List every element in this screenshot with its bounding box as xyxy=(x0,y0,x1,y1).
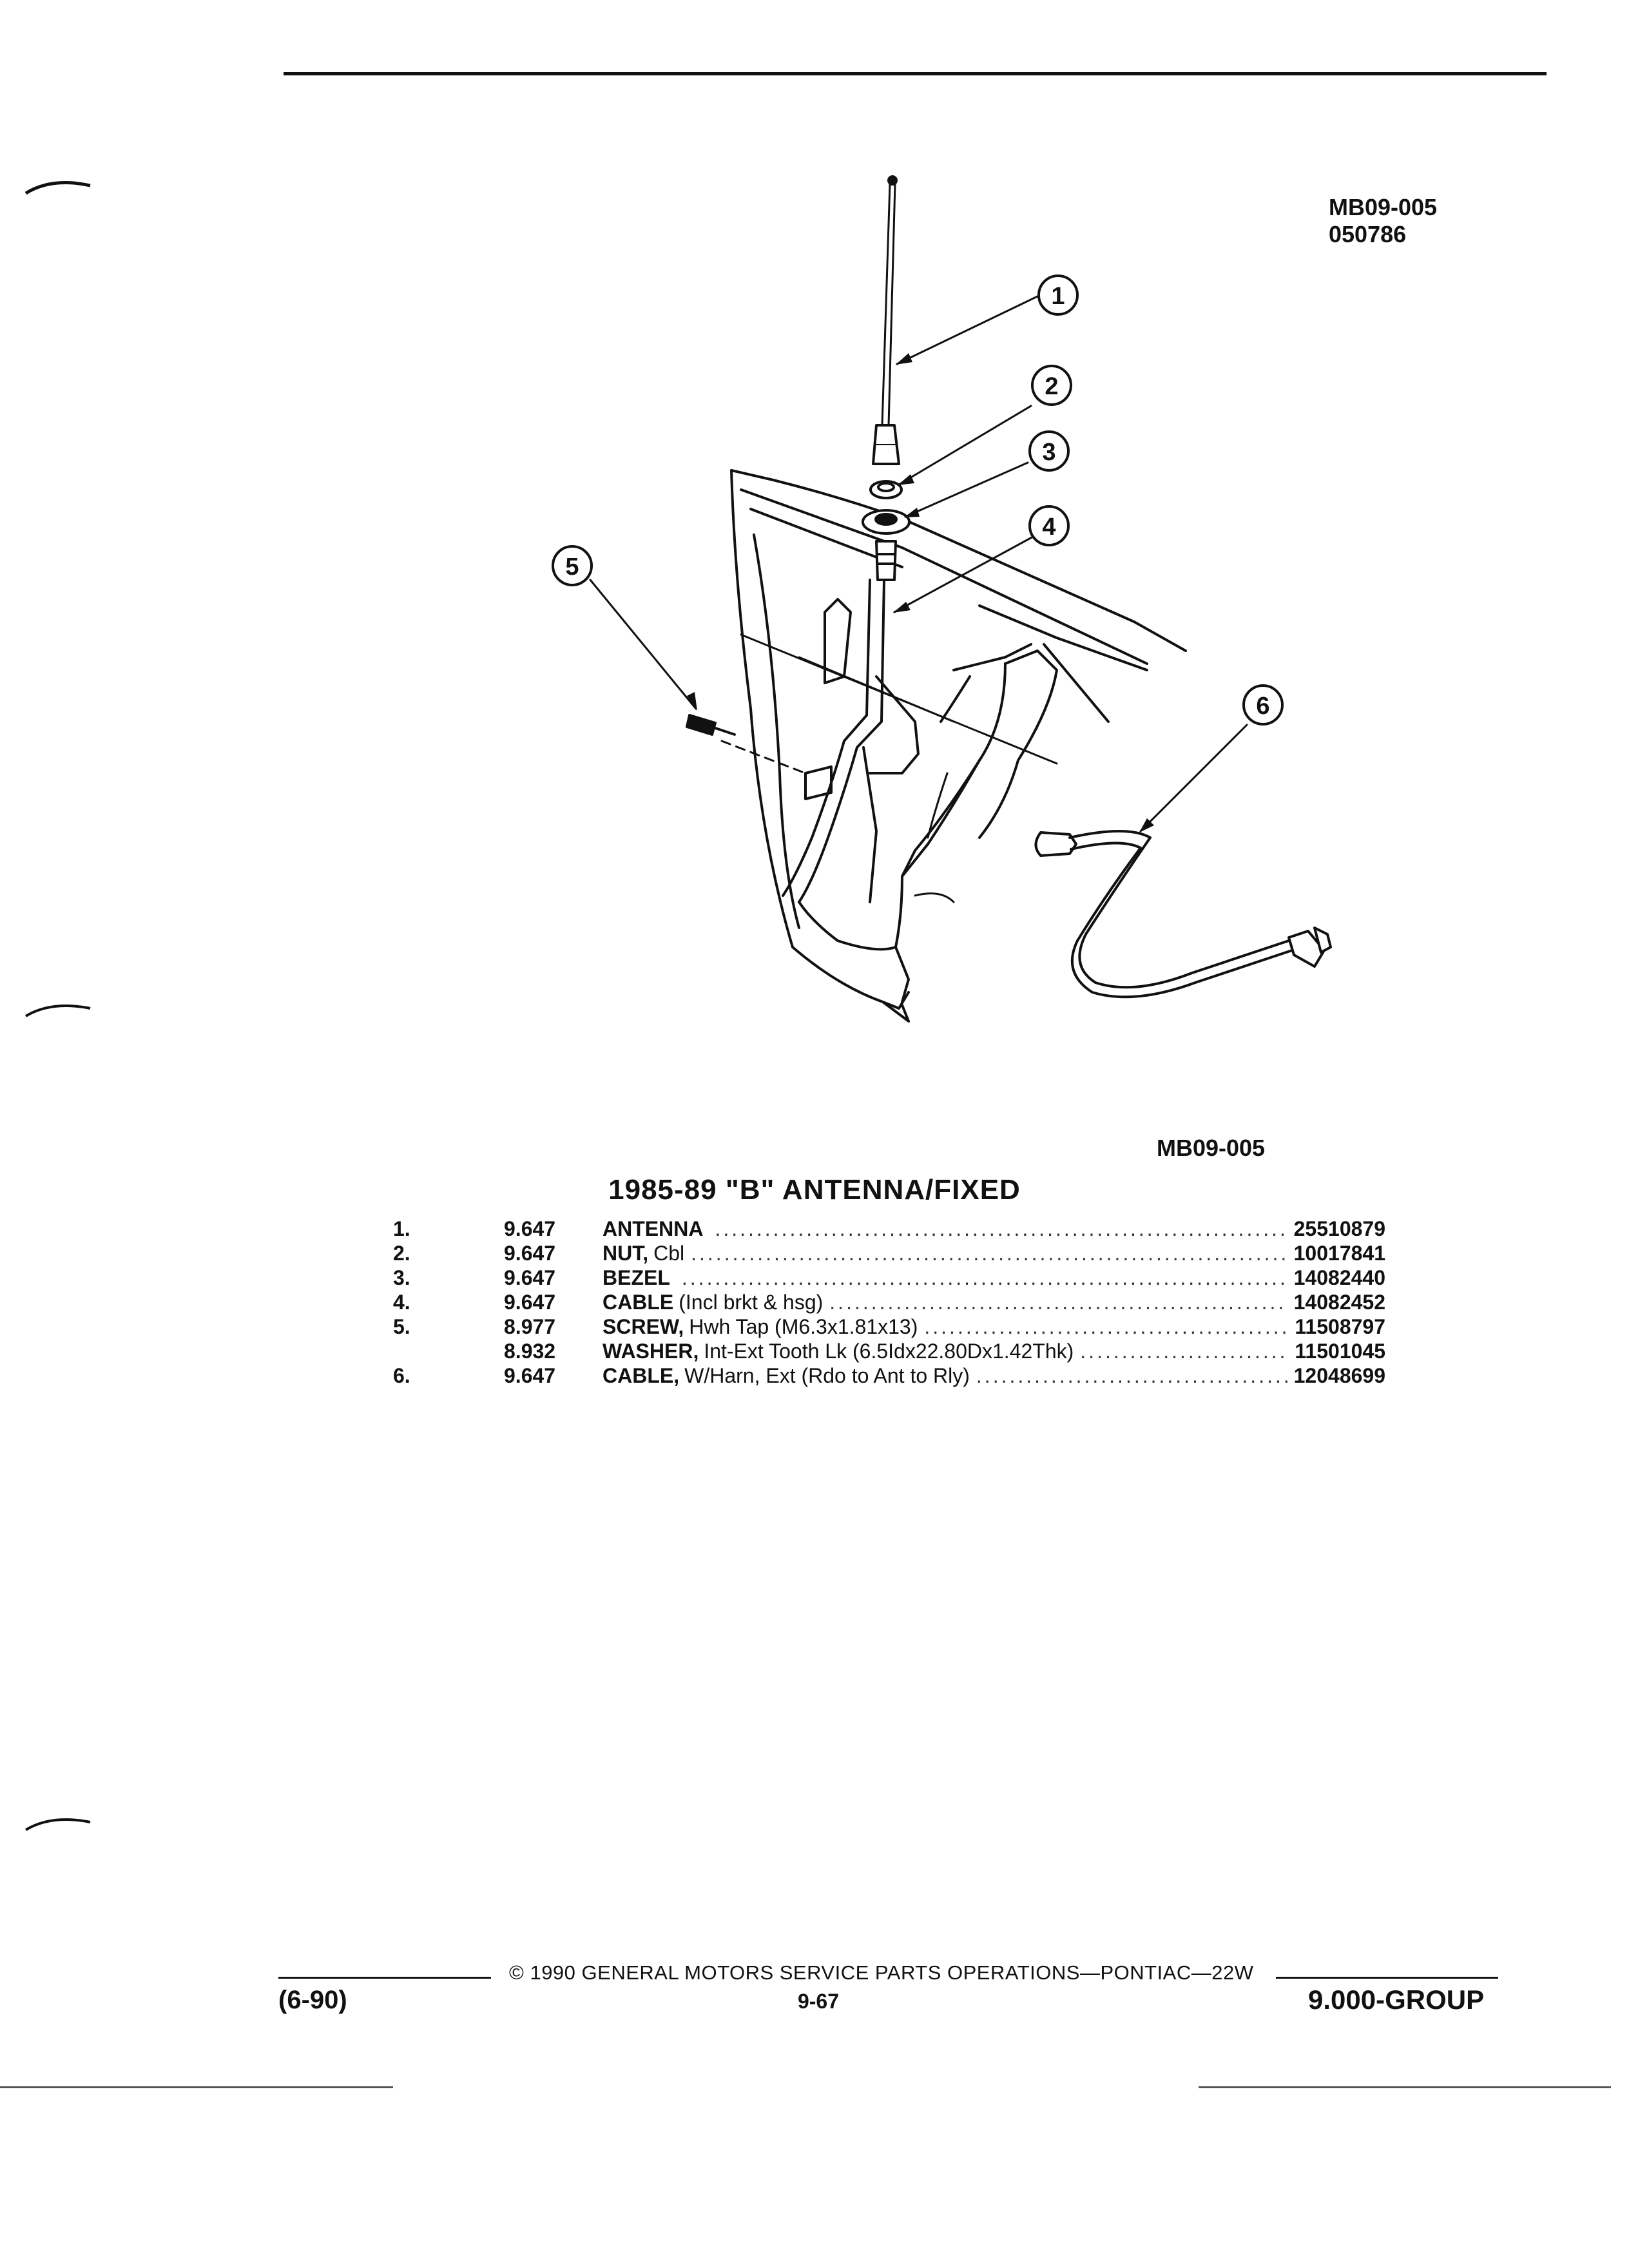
part-number: 25510879 xyxy=(1293,1217,1385,1240)
diagram-caption-code: MB09-005 xyxy=(1157,1135,1266,1161)
parts-row: 5. 8.977 SCREW,Hwh Tap (M6.3x1.81x13) 11508… xyxy=(393,1314,1385,1339)
diagram-ref-code: MB09-005 xyxy=(1329,194,1438,220)
top-rule xyxy=(284,72,1547,75)
item-number: 3. xyxy=(393,1266,410,1289)
callout-leaders xyxy=(589,295,1248,832)
part-number: 14082452 xyxy=(1293,1291,1385,1314)
callout-3: 3 xyxy=(1042,439,1055,466)
part-detail: (Incl brkt & hsg) xyxy=(679,1291,824,1314)
part-name: SCREW, xyxy=(602,1315,684,1338)
part-number: 12048699 xyxy=(1293,1364,1385,1387)
part-name: ANTENNA xyxy=(602,1217,704,1240)
antenna-cable-bracket xyxy=(782,579,920,903)
parts-list: 1.9.647ANTENNA255108792.9.647NUT,Cbl1001… xyxy=(393,1216,1385,1388)
item-number: 6. xyxy=(393,1364,410,1387)
binding-mark xyxy=(24,1818,91,1831)
group-number: 9.647 xyxy=(504,1217,556,1240)
part-name: CABLE, xyxy=(602,1364,680,1387)
section-title: 1985-89 "B" ANTENNA/FIXED xyxy=(608,1174,1021,1206)
part-number: 11508797 xyxy=(1295,1315,1385,1338)
antenna-exploded-diagram: 1 2 3 4 5 6 xyxy=(552,175,1332,1023)
page-number: 9-67 xyxy=(797,1990,840,2013)
group-number: 8.932 xyxy=(504,1340,556,1363)
part-detail: W/Harn, Ext (Rdo to Ant to Rly) xyxy=(684,1364,970,1387)
screw-part xyxy=(686,714,807,774)
leader-dots xyxy=(924,1314,1288,1339)
part-name: NUT, xyxy=(602,1242,649,1265)
antenna-mast xyxy=(872,175,900,465)
group-number: 9.647 xyxy=(504,1364,556,1387)
part-number: 14082440 xyxy=(1293,1266,1385,1289)
leader-dots xyxy=(691,1241,1287,1265)
callout-6: 6 xyxy=(1256,693,1269,720)
parts-row: 4. 9.647 CABLE(Incl brkt & hsg) 14082452 xyxy=(393,1290,1385,1314)
parts-row: 3. 9.647 BEZEL 14082440 xyxy=(393,1265,1385,1290)
bottom-rule xyxy=(0,2086,393,2088)
revision-date: (6-90) xyxy=(278,1986,347,2014)
item-number: 1. xyxy=(393,1217,410,1240)
diagram-ref-date: 050786 xyxy=(1329,221,1407,247)
leader-dots xyxy=(682,1265,1287,1290)
callout-2: 2 xyxy=(1045,373,1058,400)
part-description: BEZEL 14082440 xyxy=(602,1265,1385,1290)
part-detail: Int-Ext Tooth Lk (6.5Idx22.80Dx1.42Thk) xyxy=(704,1340,1074,1363)
footer-rule-right xyxy=(1276,1977,1498,1979)
leader-dots xyxy=(976,1363,1287,1388)
leader-dots xyxy=(715,1216,1287,1241)
part-description: CABLE,W/Harn, Ext (Rdo to Ant to Rly) 120… xyxy=(602,1363,1385,1388)
copyright-notice: © 1990 GENERAL MOTORS SERVICE PARTS OPER… xyxy=(509,1961,1254,1984)
parts-row: 8.932 WASHER,Int-Ext Tooth Lk (6.5Idx22.8… xyxy=(393,1339,1385,1363)
group-label: 9.000-GROUP xyxy=(1308,1984,1485,2015)
item-number: 5. xyxy=(393,1315,410,1338)
part-name: CABLE xyxy=(602,1291,674,1314)
callout-4: 4 xyxy=(1042,514,1055,541)
footer-rule-left xyxy=(278,1977,491,1979)
callout-1: 1 xyxy=(1051,283,1065,310)
fender-panel xyxy=(730,469,1187,1023)
bottom-rule xyxy=(1199,2086,1611,2088)
binding-mark xyxy=(24,1004,91,1017)
part-description: CABLE(Incl brkt & hsg) 14082452 xyxy=(602,1290,1385,1314)
parts-row: 6. 9.647 CABLE,W/Harn, Ext (Rdo to Ant to … xyxy=(393,1363,1385,1388)
part-detail: Hwh Tap (M6.3x1.81x13) xyxy=(689,1315,918,1338)
part-name: WASHER, xyxy=(602,1340,699,1363)
group-number: 8.977 xyxy=(504,1315,556,1338)
leader-dots xyxy=(829,1290,1287,1314)
group-number: 9.647 xyxy=(504,1291,556,1314)
part-description: WASHER,Int-Ext Tooth Lk (6.5Idx22.80Dx1.… xyxy=(602,1339,1385,1363)
item-number: 2. xyxy=(393,1242,410,1265)
extension-cable-part xyxy=(1034,830,1332,999)
part-description: SCREW,Hwh Tap (M6.3x1.81x13) 11508797 xyxy=(602,1314,1385,1339)
group-number: 9.647 xyxy=(504,1266,556,1289)
callout-5: 5 xyxy=(565,553,579,581)
parts-row: 2. 9.647 NUT,Cbl 10017841 xyxy=(393,1241,1385,1265)
leader-dots xyxy=(1080,1339,1288,1363)
part-number: 11501045 xyxy=(1295,1340,1385,1363)
group-number: 9.647 xyxy=(504,1242,556,1265)
part-description: ANTENNA 25510879 xyxy=(602,1216,1385,1241)
part-number: 10017841 xyxy=(1293,1242,1385,1265)
part-name: BEZEL xyxy=(602,1266,670,1289)
part-detail: Cbl xyxy=(653,1242,685,1265)
item-number: 4. xyxy=(393,1291,410,1314)
part-description: NUT,Cbl 10017841 xyxy=(602,1241,1385,1265)
parts-row: 1. 9.647 ANTENNA 25510879 xyxy=(393,1216,1385,1241)
binding-mark xyxy=(24,181,91,195)
